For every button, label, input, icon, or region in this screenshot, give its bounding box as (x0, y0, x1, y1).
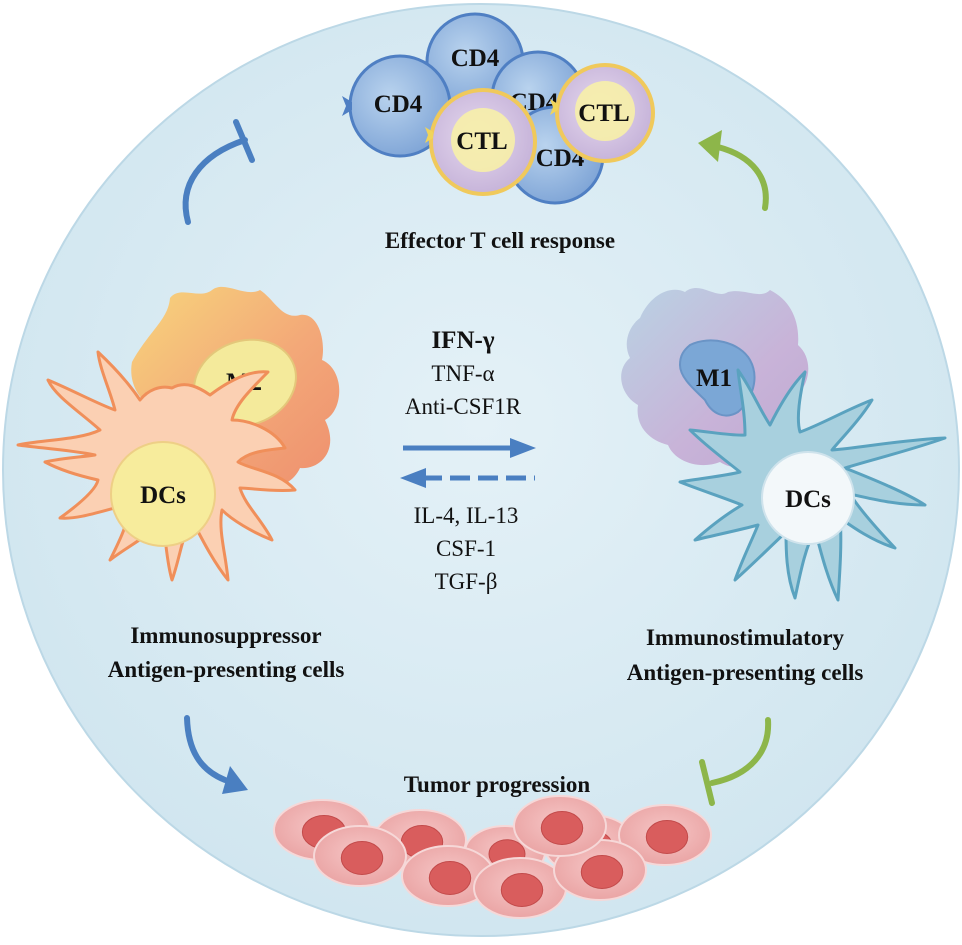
right-caption-line1: Immunostimulatory (646, 625, 845, 650)
arrow-to-m1 (403, 438, 536, 458)
tumor-cell (618, 804, 712, 866)
cd4-label-top: CD4 (451, 45, 500, 72)
tumor-cell (313, 825, 407, 887)
m1-dendritic-cell: DCs (678, 368, 947, 602)
signal-tgf-beta: TGF-β (435, 569, 498, 594)
ctl-label-right: CTL (578, 100, 629, 127)
tumor-label: Tumor progression (404, 772, 591, 797)
right-dcs-label: DCs (785, 486, 831, 513)
tumor-cell-cluster (273, 795, 712, 919)
tumor-cell (473, 857, 567, 919)
to-m2-signals: IL-4, IL-13 CSF-1 TGF-β (414, 503, 519, 594)
t-cell-cluster: CD4 CD4 CD4 CD4 CTL CTL (342, 12, 655, 205)
ctl-cell: CTL (550, 63, 655, 163)
inhibition-arc-right (699, 717, 772, 806)
m2-dendritic-cell: DCs (16, 350, 297, 582)
signal-anti-csf1r: Anti-CSF1R (405, 394, 522, 419)
ctl-cell: CTL (425, 88, 537, 196)
effector-label: Effector T cell response (385, 228, 615, 253)
inhibition-arc-left (182, 119, 255, 225)
to-m1-signals: IFN-γ TNF-α Anti-CSF1R (405, 327, 522, 419)
background-circle (2, 3, 960, 937)
left-caption-line2: Antigen-presenting cells (108, 657, 345, 682)
signal-tnf-alpha: TNF-α (431, 361, 494, 386)
arrow-to-m2-dashed (400, 468, 535, 488)
m1-label: M1 (696, 365, 732, 392)
left-dcs-label: DCs (140, 482, 186, 509)
cd4-label-left: CD4 (374, 91, 423, 118)
right-caption-line2: Antigen-presenting cells (627, 660, 864, 685)
signal-il4-il13: IL-4, IL-13 (414, 503, 519, 528)
activation-arc-right (698, 130, 769, 211)
signal-csf1: CSF-1 (436, 536, 496, 561)
left-caption-line1: Immunosuppressor (130, 623, 321, 648)
signal-ifn-gamma: IFN-γ (431, 327, 494, 354)
tumor-cell (513, 795, 607, 857)
ctl-label-center: CTL (456, 128, 507, 155)
promotion-arc-left (184, 715, 248, 794)
